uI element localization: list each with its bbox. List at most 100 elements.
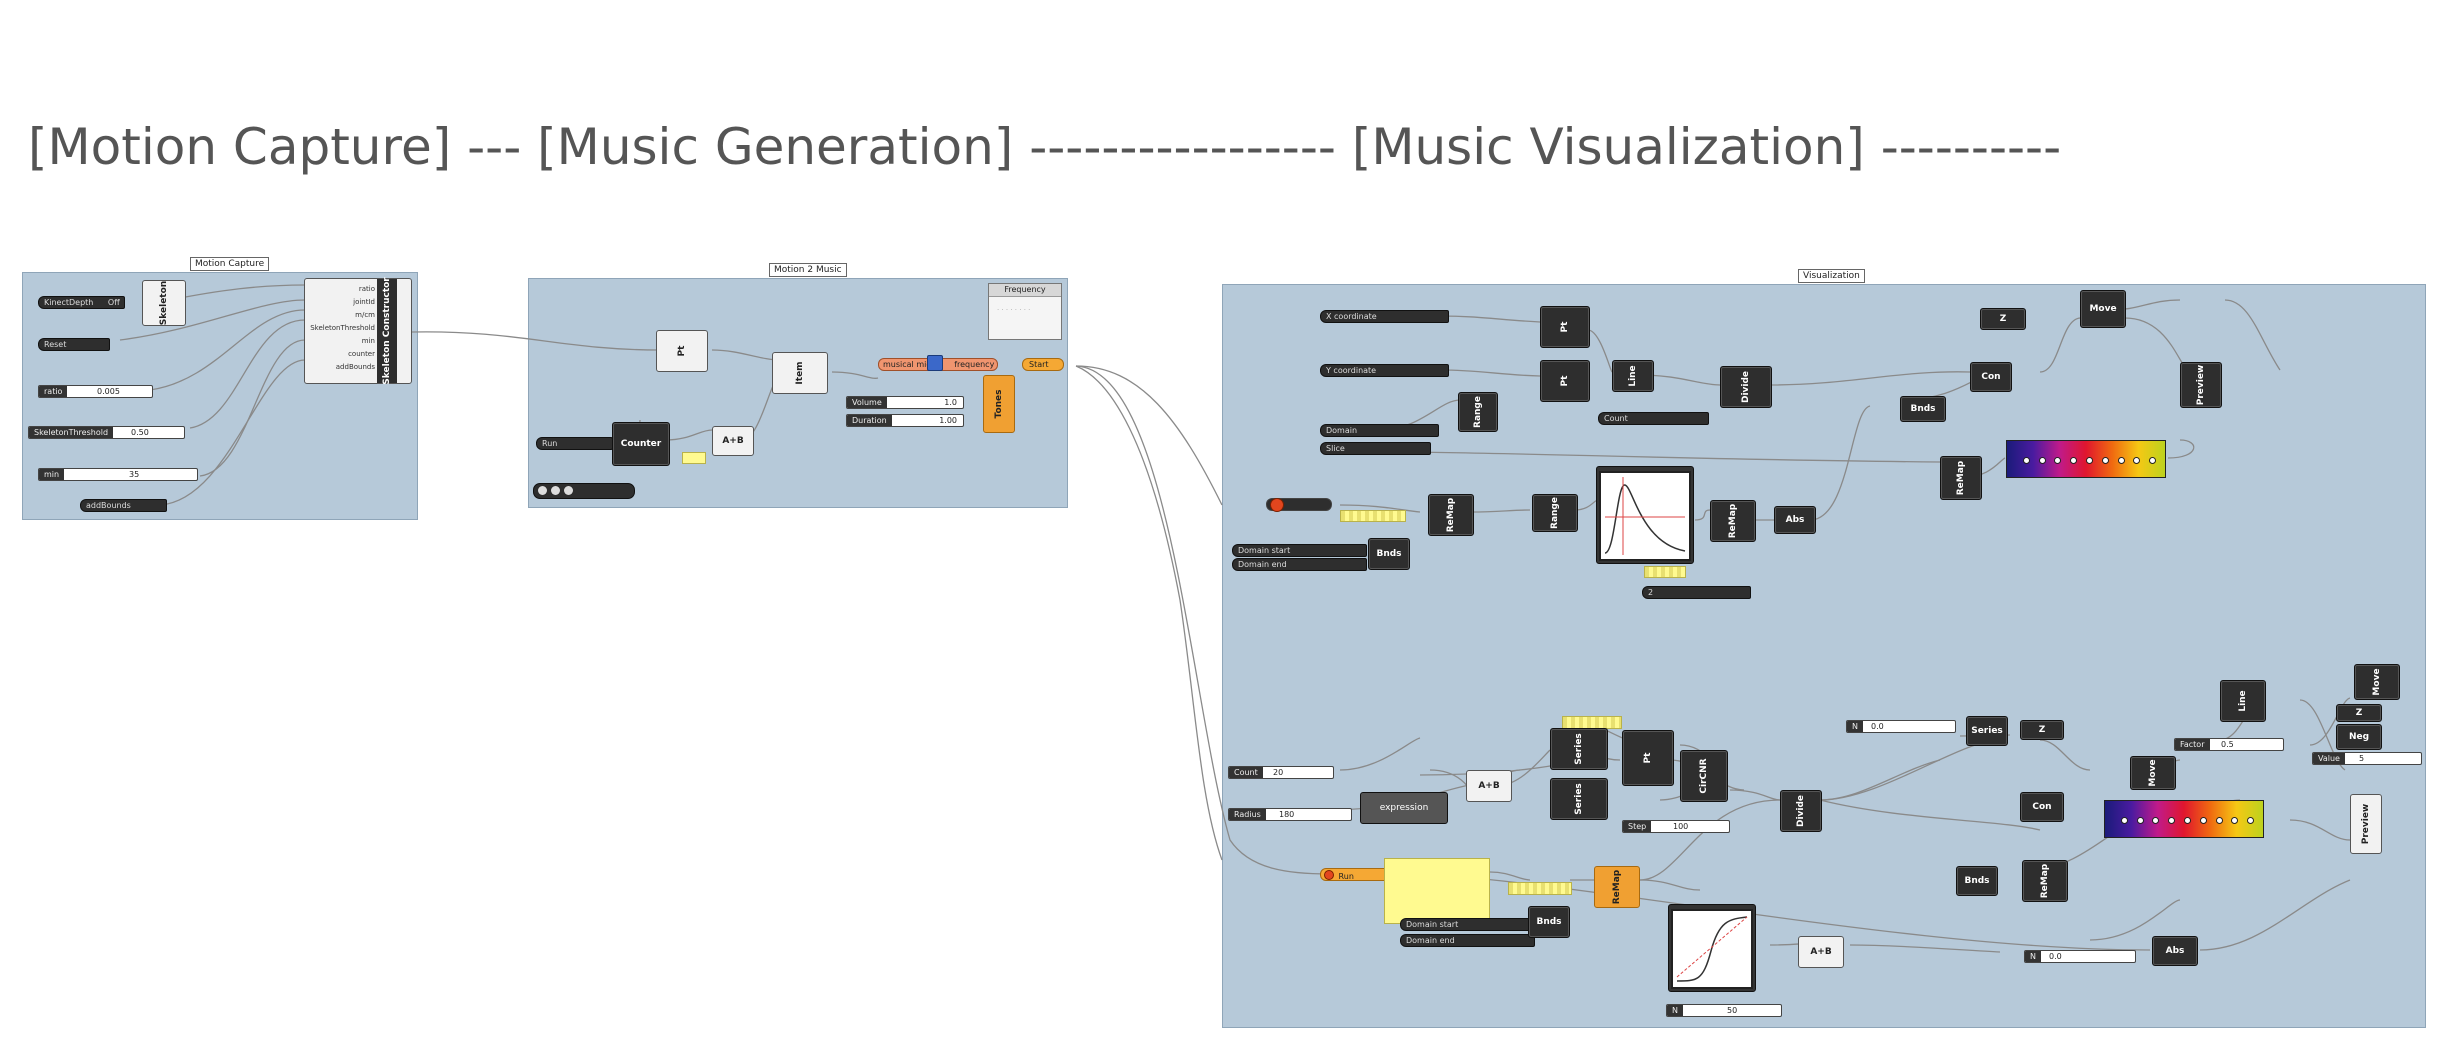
domain-start-param[interactable]: Domain start	[1232, 544, 1367, 557]
bounds-component[interactable]: Bnds	[1956, 866, 1998, 896]
circle-component[interactable]: CirCNR	[1680, 750, 1728, 802]
boolean-toggle[interactable]	[1266, 498, 1332, 512]
constructor-input[interactable]: addBounds	[335, 363, 375, 371]
domain-end-param[interactable]: Domain end	[1232, 558, 1367, 571]
gradient-stop[interactable]	[2086, 456, 2093, 464]
duration-slider[interactable]: Duration 1.00	[846, 414, 964, 427]
divide-component[interactable]: Divide	[1720, 366, 1772, 408]
gradient-stop[interactable]	[2133, 456, 2141, 464]
counter-component[interactable]: Counter	[612, 422, 670, 466]
graph-mapper-upper[interactable]	[1596, 466, 1694, 564]
construct-component[interactable]: Con	[2020, 792, 2064, 822]
gradient-lower[interactable]	[2104, 800, 2264, 838]
divide-component[interactable]: Divide	[1780, 790, 1822, 832]
radius-slider[interactable]: Radius 180	[1228, 808, 1352, 821]
series-component[interactable]: Series	[1550, 728, 1608, 770]
abs-component[interactable]: Abs	[1774, 506, 1816, 534]
bounds-component[interactable]: Bnds	[1528, 906, 1570, 938]
gradient-stop[interactable]	[2054, 456, 2062, 464]
yellow-panel-large[interactable]	[1384, 858, 1490, 924]
gradient-stop[interactable]	[2215, 816, 2223, 824]
gradient-stop[interactable]	[2101, 456, 2109, 464]
series-component[interactable]: Series	[1550, 778, 1608, 820]
step-slider[interactable]: Step 100	[1622, 820, 1730, 833]
gradient-stop[interactable]	[2038, 456, 2046, 464]
count-slider[interactable]: Count 20	[1228, 766, 1334, 779]
yellow-panel-slim[interactable]	[1340, 510, 1406, 522]
yellow-panel-small[interactable]	[682, 452, 706, 464]
gradient-stop[interactable]	[2168, 816, 2176, 824]
preview-component[interactable]: Preview	[2350, 794, 2382, 854]
constructor-input[interactable]: min	[361, 337, 375, 345]
preview-component[interactable]: Preview	[2180, 362, 2222, 408]
abs-component[interactable]: Abs	[2152, 936, 2198, 966]
min-slider[interactable]: min 35	[38, 468, 198, 481]
x-coordinate-param[interactable]: X coordinate	[1320, 310, 1449, 323]
move-component[interactable]: Move	[2130, 756, 2176, 790]
gradient-upper[interactable]	[2006, 440, 2166, 478]
yellow-panel-slim[interactable]	[1644, 566, 1686, 578]
constructor-input[interactable]: m/cm	[355, 311, 375, 319]
range-component[interactable]: Range	[1458, 392, 1498, 432]
range-component[interactable]: Range	[1532, 494, 1578, 532]
kinect-depth-toggle[interactable]: KinectDepth Off	[38, 296, 125, 309]
add-component[interactable]: A+B	[1798, 936, 1844, 968]
gradient-stop[interactable]	[2136, 816, 2144, 824]
frequency-note[interactable]: Frequency · · · · · · · ·	[988, 283, 1062, 340]
negative-component[interactable]: Neg	[2336, 724, 2382, 750]
bounds-component[interactable]: Bnds	[1368, 538, 1410, 570]
y-coordinate-param[interactable]: Y coordinate	[1320, 364, 1449, 377]
unit-z-component[interactable]: Z	[2336, 704, 2382, 722]
construct-component[interactable]: Con	[1970, 362, 2012, 392]
skeleton-constructor-component[interactable]: ratio jointId m/cm SkeletonThreshold min…	[304, 277, 412, 385]
gradient-stop[interactable]	[2022, 456, 2030, 464]
threshold-slider[interactable]: SkeletonThreshold 0.50	[28, 426, 185, 439]
gradient-stop[interactable]	[2120, 816, 2128, 824]
tones-component[interactable]: Tones	[983, 375, 1015, 433]
remap-component[interactable]: ReMap	[1710, 500, 1756, 542]
factor-slider-lower[interactable]: N 0.0	[2024, 950, 2136, 963]
move-component[interactable]: Move	[2354, 664, 2400, 700]
point-component[interactable]: Pt	[1540, 306, 1590, 348]
gradient-stop[interactable]	[2152, 816, 2160, 824]
settings-button[interactable]	[564, 486, 573, 495]
point-component[interactable]: Pt	[656, 330, 708, 372]
timer-buttons[interactable]	[533, 483, 635, 499]
series-component[interactable]: Series	[1966, 716, 2008, 746]
bounds-component[interactable]: Bnds	[1900, 396, 1946, 422]
remap-component[interactable]: ReMap	[1940, 456, 1982, 500]
point-component[interactable]: Pt	[1622, 730, 1674, 786]
item-component[interactable]: Item	[772, 352, 828, 394]
low-slider[interactable]: N 50	[1666, 1004, 1782, 1017]
constructor-input[interactable]: counter	[348, 350, 375, 358]
gradient-stop[interactable]	[2247, 816, 2255, 824]
reset-button[interactable]	[551, 486, 560, 495]
unit-z-component[interactable]: Z	[2020, 720, 2064, 740]
point-component[interactable]: Pt	[1540, 360, 1590, 402]
constructor-input[interactable]: jointId	[353, 298, 375, 306]
line-component[interactable]: Line	[2220, 680, 2266, 722]
graph-mapper-lower[interactable]	[1668, 904, 1756, 992]
pause-button[interactable]	[538, 486, 547, 495]
slice-param[interactable]: Slice	[1320, 442, 1431, 455]
unit-z-component[interactable]: Z	[1980, 308, 2026, 330]
constructor-input[interactable]: ratio	[358, 285, 375, 293]
add-component[interactable]: A+B	[1466, 770, 1512, 802]
skeleton-component[interactable]: Skeleton	[142, 280, 186, 326]
remap-orange-component[interactable]: ReMap	[1594, 866, 1640, 908]
domain-end-param-lower[interactable]: Domain end	[1400, 934, 1535, 947]
run-param[interactable]: Run	[536, 437, 613, 450]
move-component[interactable]: Move	[2080, 290, 2126, 328]
gradient-stop[interactable]	[2117, 456, 2125, 464]
n-slider[interactable]: N 0.0	[1846, 720, 1956, 733]
gradient-stop[interactable]	[2149, 456, 2157, 464]
add-bounds-param[interactable]: addBounds	[80, 499, 167, 512]
value-slider[interactable]: Value 5	[2312, 752, 2422, 765]
start-param[interactable]: Start	[1022, 358, 1064, 371]
reset-param[interactable]: Reset	[38, 338, 110, 351]
run-toggle[interactable]: Run	[1320, 868, 1387, 881]
gradient-stop[interactable]	[2231, 816, 2239, 824]
volume-slider[interactable]: Volume 1.0	[846, 396, 964, 409]
factor-slider[interactable]: Factor 0.5	[2174, 738, 2284, 751]
count-param[interactable]: Count	[1598, 412, 1709, 425]
